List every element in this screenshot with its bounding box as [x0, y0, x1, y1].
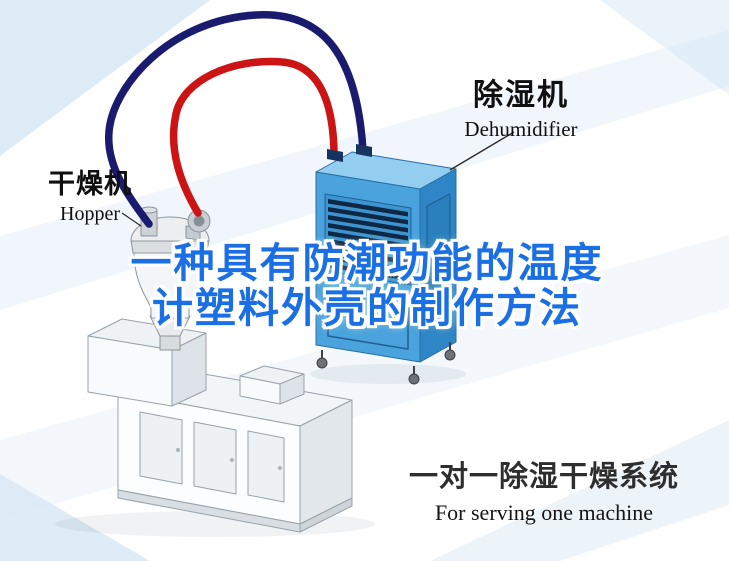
extruder-door-3 — [247, 430, 285, 503]
dehumidifier-label: 除湿机 Dehumidifier — [436, 70, 606, 142]
hopper-body — [133, 251, 207, 319]
dry-air-hose-red — [169, 57, 338, 217]
cabinet-side-face — [279, 373, 305, 405]
patent-title-line-1: 一种具有防潮功能的温度 — [130, 240, 604, 286]
door-handle-2 — [230, 458, 234, 462]
dehumidifier-illustration — [310, 144, 466, 385]
hopper-label-en: Hopper — [60, 203, 120, 225]
extruder-illustration — [55, 318, 375, 537]
door-handle-1 — [176, 448, 180, 452]
streak-bottom-right — [430, 420, 729, 561]
hopper-pointer-line — [121, 212, 142, 227]
casters — [316, 342, 456, 385]
hopper-flange-center — [193, 215, 205, 227]
system-caption-cn: 一对一除湿干燥系统 — [408, 461, 679, 493]
side-recessed-panel — [426, 193, 451, 314]
extruder-door-2 — [193, 421, 237, 495]
streak-top-right — [600, 0, 729, 95]
vent-grille-slats — [328, 199, 408, 281]
gearbox-side-face — [171, 332, 207, 407]
service-door — [327, 288, 409, 350]
service-door-handle — [398, 317, 404, 328]
hopper-illustration — [130, 206, 211, 351]
door-handle-3 — [278, 466, 282, 470]
system-caption-en: For serving one machine — [434, 500, 654, 525]
hose-connector-rear — [356, 144, 372, 157]
hose-connector-front — [327, 149, 343, 162]
dehumidifier-pointer-line — [449, 131, 515, 171]
extruder-base-side — [299, 497, 353, 533]
return-air-hose-navy — [105, 11, 367, 228]
extruder-door-1 — [139, 411, 183, 485]
patent-title-line-2: 计塑料外壳的制作方法 — [152, 285, 582, 332]
dehumidifier-label-en: Dehumidifier — [464, 117, 578, 141]
dehumidifier-shadow — [310, 364, 466, 384]
hopper-label-cn: 干燥机 — [48, 169, 132, 199]
streak-top-left — [0, 0, 210, 156]
system-caption: 一对一除湿干燥系统 For serving one machine — [384, 453, 704, 526]
dehumidifier-label-cn: 除湿机 — [473, 79, 569, 112]
patent-title: 一种具有防潮功能的温度 计塑料外壳的制作方法 — [92, 240, 642, 332]
streak-bottom-left — [0, 474, 150, 561]
hopper-label: 干燥机 Hopper — [34, 162, 146, 226]
